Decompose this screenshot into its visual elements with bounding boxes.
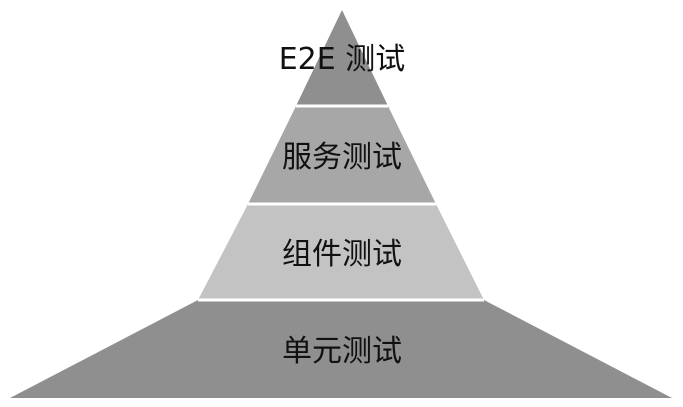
tier-component-shape (198, 204, 484, 300)
tier-e2e-label: E2E 测试 (279, 42, 406, 77)
tier-e2e-shape (296, 10, 388, 106)
tier-service-shape (248, 106, 436, 204)
tier-unit-label: 单元测试 (282, 334, 402, 369)
tier-unit-shape (10, 300, 672, 398)
tier-component-label: 组件测试 (282, 237, 402, 272)
tier-service-label: 服务测试 (282, 140, 402, 175)
